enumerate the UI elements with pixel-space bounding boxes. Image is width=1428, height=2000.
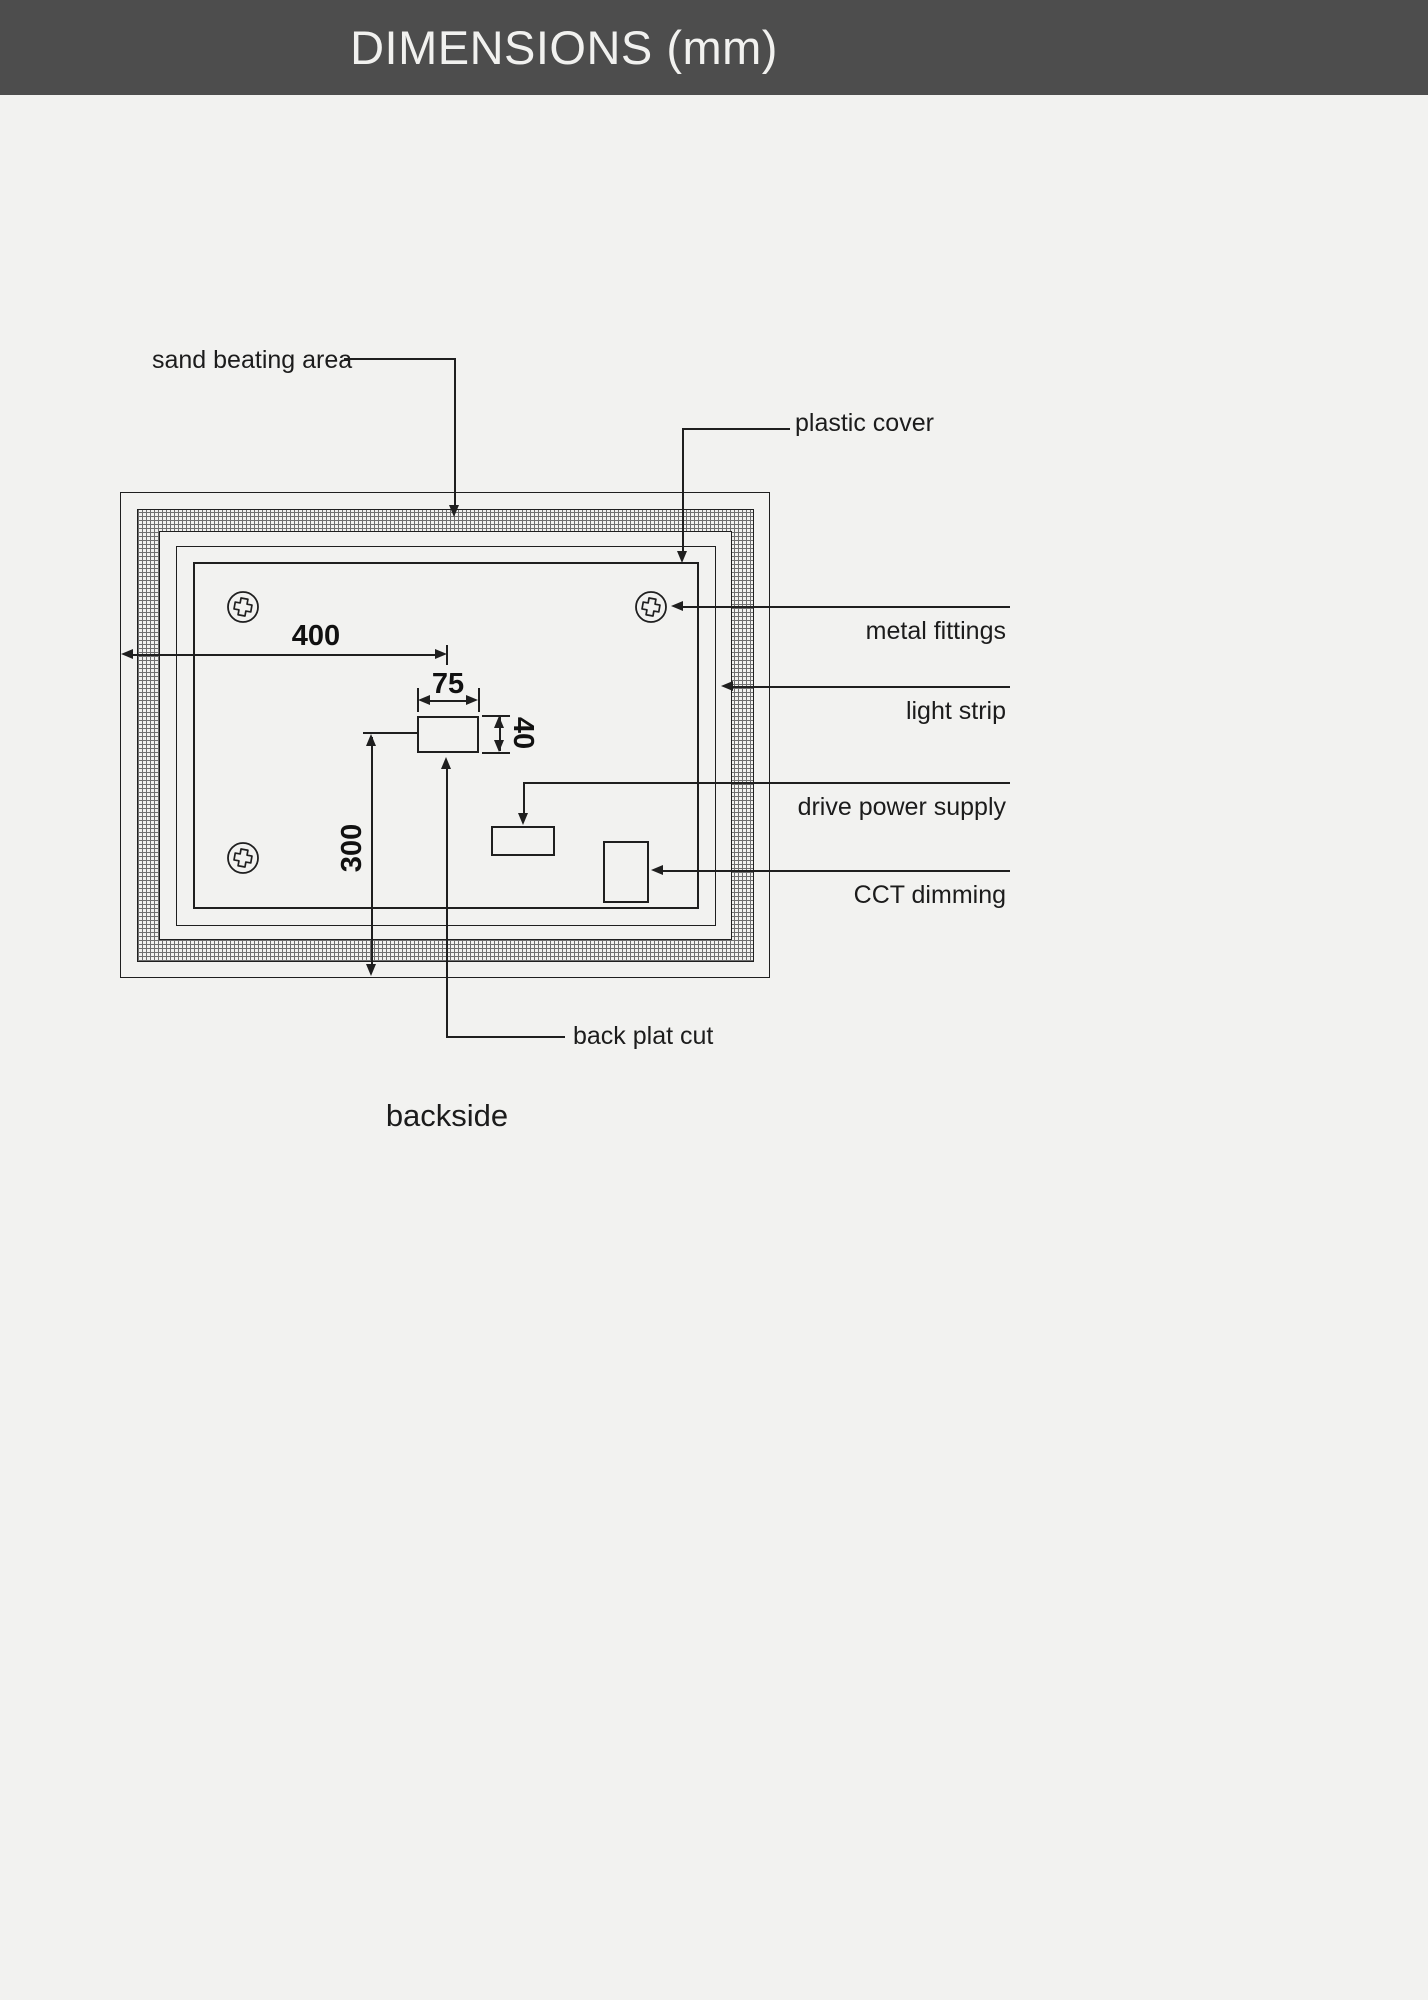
screw-icon <box>226 590 260 624</box>
arrow-up-icon <box>366 734 376 746</box>
arrow-right-icon <box>435 649 447 659</box>
cct-dimming-label: CCT dimming <box>853 881 1006 909</box>
arrow-left-icon <box>721 681 733 691</box>
dimension-75-extension-tick <box>478 688 480 712</box>
leader-line <box>733 686 1010 688</box>
drive-power-supply-outline <box>491 826 555 856</box>
leader-line <box>446 1036 565 1038</box>
dimension-75-label: 75 <box>431 668 465 700</box>
dimension-300-extension-tick <box>363 732 417 734</box>
arrow-left-icon <box>671 601 683 611</box>
leader-line <box>344 358 456 360</box>
arrow-down-icon <box>494 740 504 752</box>
arrow-down-icon <box>366 964 376 976</box>
dimension-300-label: 300 <box>335 823 368 873</box>
screw-icon <box>226 841 260 875</box>
cct-dimming-outline <box>603 841 649 903</box>
dimension-40-label: 40 <box>507 716 540 750</box>
arrow-left-icon <box>121 649 133 659</box>
sand-beating-hatch-band <box>137 509 754 962</box>
metal-fittings-label: metal fittings <box>865 617 1006 645</box>
light-strip-label: light strip <box>905 697 1006 725</box>
leader-line <box>524 782 1010 784</box>
panel-inner-face <box>159 531 732 940</box>
dimension-400-line <box>131 654 437 656</box>
back-plat-cut-label: back plat cut <box>573 1022 714 1050</box>
leader-line <box>663 870 1010 872</box>
arrow-down-icon <box>677 551 687 563</box>
leader-line <box>683 428 790 430</box>
drive-power-supply-label: drive power supply <box>797 793 1006 821</box>
leader-line <box>683 606 1010 608</box>
backside-caption: backside <box>385 1098 509 1133</box>
leader-line <box>682 428 684 556</box>
arrow-left-icon <box>418 695 430 705</box>
arrow-left-icon <box>651 865 663 875</box>
dimension-40-line <box>499 717 501 751</box>
footer-title: DIMENSIONS (mm) <box>350 21 778 74</box>
leader-line <box>454 358 456 508</box>
dimension-300-line <box>371 737 373 969</box>
footer-bar: DIMENSIONS (mm) <box>0 0 1428 95</box>
arrow-down-icon <box>518 813 528 825</box>
back-plate-cut-outline <box>417 716 479 753</box>
panel-outer-outline <box>120 492 770 978</box>
sand-beating-area-label: sand beating area <box>152 346 353 374</box>
arrow-up-icon <box>441 757 451 769</box>
dimension-75-line <box>424 700 472 702</box>
dimension-400-label: 400 <box>291 620 341 652</box>
arrow-down-icon <box>449 505 459 517</box>
dimension-40-extension-tick <box>482 752 510 754</box>
dimension-400-extension-tick <box>446 645 448 665</box>
leader-line <box>446 768 448 1036</box>
arrow-up-icon <box>494 716 504 728</box>
leader-line <box>523 782 525 818</box>
arrow-right-icon <box>466 695 478 705</box>
screw-icon <box>634 590 668 624</box>
plastic-cover-label: plastic cover <box>795 409 934 437</box>
